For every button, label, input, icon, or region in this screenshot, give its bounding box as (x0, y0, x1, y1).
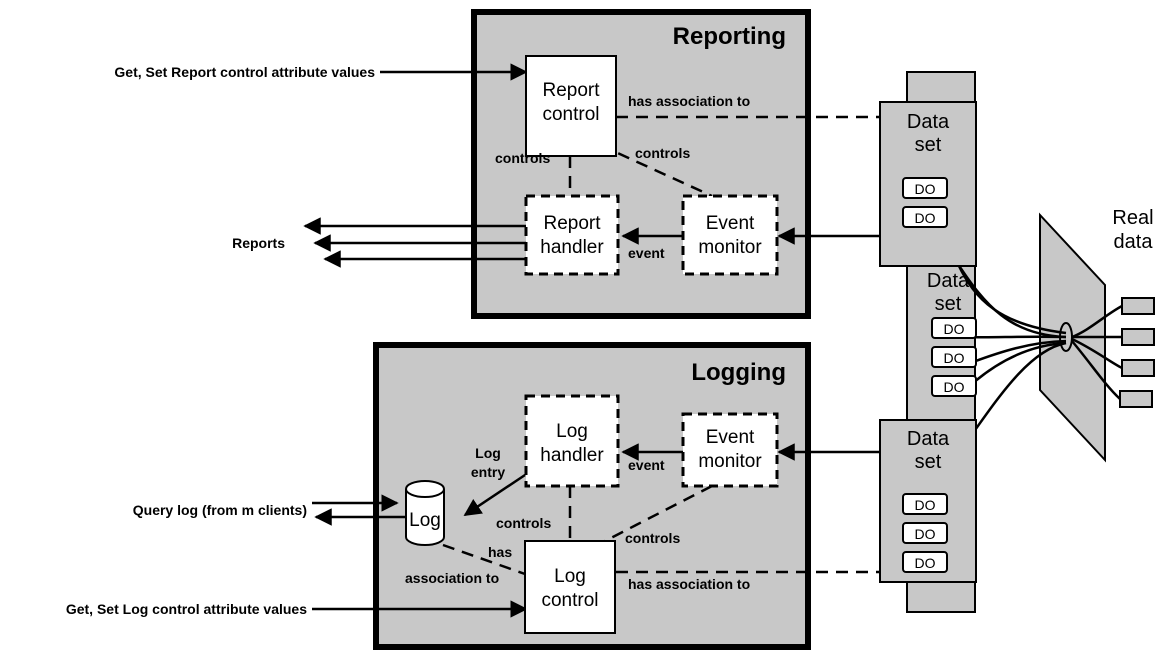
report-controls-left-label: controls (495, 150, 550, 166)
data-set-middle-do-1-label: DO (944, 321, 965, 337)
log-store-association-line (442, 543, 526, 576)
log-control-label-1: Log (554, 566, 586, 587)
log-handler-box (524, 394, 620, 488)
logging-title: Logging (691, 359, 786, 386)
log-association-to-label: association to (405, 570, 499, 586)
reports-arrows (303, 217, 526, 268)
data-set-middle-do-2 (931, 346, 977, 368)
data-set-bottom-do-3-label: DO (915, 555, 936, 571)
data-set-bottom-do-1-label: DO (915, 497, 936, 513)
log-event-monitor-label-2: monitor (698, 451, 762, 472)
data-set-top-do-2-label: DO (915, 210, 936, 226)
data-set-bottom-do-1 (902, 493, 948, 515)
log-event-monitor-label-1: Event (706, 427, 755, 448)
report-controls-right-label: controls (635, 145, 690, 161)
data-set-bottom-label-2: set (915, 451, 942, 473)
data-set-middle-do-2-label: DO (944, 350, 965, 366)
data-set-middle-label-2: set (935, 293, 962, 315)
get-set-report-label: Get, Set Report control attribute values (114, 64, 375, 80)
log-store-cylinder (405, 480, 445, 546)
report-control-box (525, 55, 617, 157)
data-set-top-label-1: Data (907, 111, 950, 133)
data-set-middle-do-3-label: DO (944, 379, 965, 395)
log-controls-right-label: controls (625, 530, 680, 546)
log-controls-left-label: controls (496, 515, 551, 531)
report-control-label-2: control (542, 104, 599, 125)
log-control-label-2: control (541, 590, 598, 611)
report-handler-label-2: handler (540, 237, 604, 258)
data-set-top-label-2: set (915, 134, 942, 156)
data-set-top-do-1 (902, 177, 948, 199)
log-event-label: event (628, 457, 665, 473)
data-set-bottom-do-2-label: DO (915, 526, 936, 542)
report-control-monitor-line (599, 143, 713, 198)
data-set-middle-do-1 (931, 317, 977, 339)
log-store-label: Log (409, 510, 441, 531)
report-event-monitor-label-1: Event (706, 213, 755, 234)
log-handler-label-1: Log (556, 421, 588, 442)
report-event-label: event (628, 245, 665, 261)
reporting-title: Reporting (673, 23, 786, 50)
report-handler-box (524, 194, 620, 276)
log-entry-label-1: Log (475, 445, 501, 461)
data-set-top-do-2 (902, 206, 948, 228)
log-entry-label-2: entry (471, 464, 505, 480)
real-data-label-2: data (1114, 231, 1154, 253)
log-handler-label-2: handler (540, 445, 604, 466)
data-set-bottom-do-3 (902, 551, 948, 573)
log-event-monitor-box (681, 412, 779, 488)
get-set-log-label: Get, Set Log control attribute values (66, 601, 307, 617)
data-set-top-do-1-label: DO (915, 181, 936, 197)
log-control-box (524, 540, 616, 634)
log-has-association-label: has association to (628, 576, 750, 592)
real-data-connectors (1119, 297, 1155, 408)
report-event-monitor-label-2: monitor (698, 237, 762, 258)
query-log-label: Query log (from m clients) (133, 502, 307, 518)
data-set-middle-do-3 (931, 375, 977, 397)
data-set-bottom-label-1: Data (907, 428, 950, 450)
real-data-label-1: Real (1112, 207, 1153, 229)
report-has-association-label: has association to (628, 93, 750, 109)
report-handler-label-1: Report (543, 213, 601, 234)
log-entry-arrow (463, 473, 526, 517)
reports-label: Reports (232, 235, 285, 251)
report-event-monitor-box (681, 194, 779, 276)
data-set-bottom-do-2 (902, 522, 948, 544)
report-control-label-1: Report (542, 80, 600, 101)
log-monitor-control-line (604, 484, 713, 543)
data-set-middle-label-1: Data (927, 270, 970, 292)
cable-bundle (956, 263, 1123, 441)
log-has-label: has (488, 544, 512, 560)
